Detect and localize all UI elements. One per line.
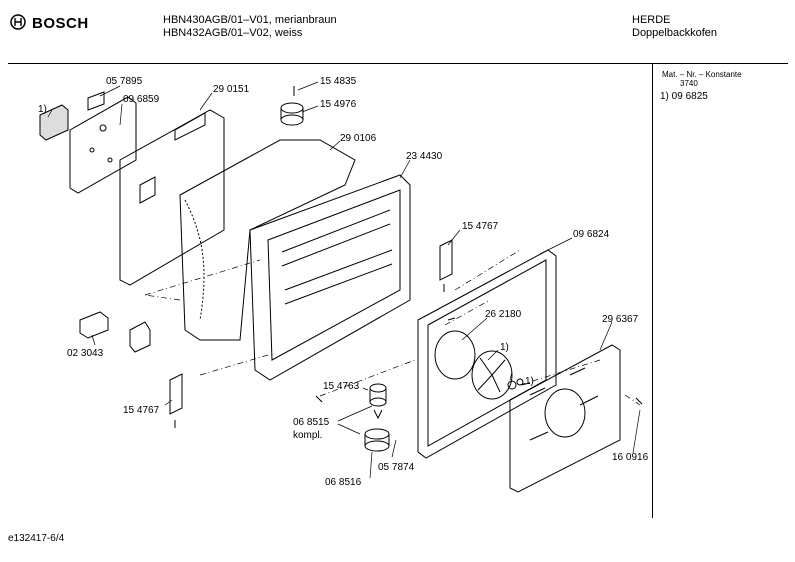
lamp-part: [280, 86, 304, 126]
part-label-160916: 16 0916: [612, 452, 649, 463]
switch-part: [39, 91, 105, 141]
subcategory-title: Doppelbackkofen: [632, 27, 718, 39]
model-line-1: HBN430AGB/01–V01, merianbraun: [163, 14, 337, 26]
part-label-068515: 06 8515: [293, 417, 330, 428]
part-label-057874: 05 7874: [378, 462, 415, 473]
leader-lines: [47, 81, 641, 479]
part-label-290151: 29 0151: [213, 84, 250, 95]
part-label-290106: 29 0106: [340, 133, 377, 144]
part-label-296367: 29 6367: [602, 314, 639, 325]
header-divider: [8, 63, 788, 64]
side-note: 1) 09 6825: [660, 91, 708, 102]
insulation-panel: [119, 109, 225, 286]
door-seal-frame: [417, 249, 557, 459]
part-label-234430: 23 4430: [406, 151, 443, 162]
terminal-plate: [69, 96, 137, 194]
bosch-logo-icon: [10, 14, 26, 30]
category-title: HERDE: [632, 14, 671, 26]
part-label-262180: 26 2180: [485, 309, 522, 320]
assembly-lines: [144, 249, 641, 406]
part-label-096824: 09 6824: [573, 229, 610, 240]
document-id: e132417-6/4: [8, 533, 65, 544]
exploded-parts-drawing: 05 7895 09 6859 29 0151 15 4835 15 4976 …: [38, 76, 649, 493]
fan-cover: [509, 344, 621, 493]
part-label-068516: 06 8516: [325, 477, 362, 488]
brand-name: BOSCH: [32, 15, 89, 32]
part-label-023043: 02 3043: [67, 348, 104, 359]
knob-assembly: [364, 383, 390, 452]
footnote-marker-fan: 1): [500, 342, 509, 353]
part-label-154835: 15 4835: [320, 76, 357, 87]
hinge-brackets: [79, 239, 643, 428]
part-label-154763: 15 4763: [323, 381, 360, 392]
footnote-marker-switch: 1): [38, 104, 47, 115]
part-label-057895: 05 7895: [106, 76, 143, 87]
part-label-154767-left: 15 4767: [123, 405, 160, 416]
part-label-154976: 15 4976: [320, 99, 357, 110]
part-label-kompl: kompl.: [293, 430, 322, 441]
model-line-2: HBN432AGB/01–V02, weiss: [163, 27, 303, 39]
footnote-marker-nut: 1): [525, 376, 534, 387]
part-label-154767-right: 15 4767: [462, 221, 499, 232]
side-heading: Mat. – Nr. – Konstante: [662, 70, 742, 79]
fan-assembly: [434, 330, 524, 400]
part-label-096859: 09 6859: [123, 94, 160, 105]
oven-cavity: [179, 139, 411, 381]
side-code: 3740: [680, 79, 698, 88]
side-divider: [652, 63, 653, 518]
